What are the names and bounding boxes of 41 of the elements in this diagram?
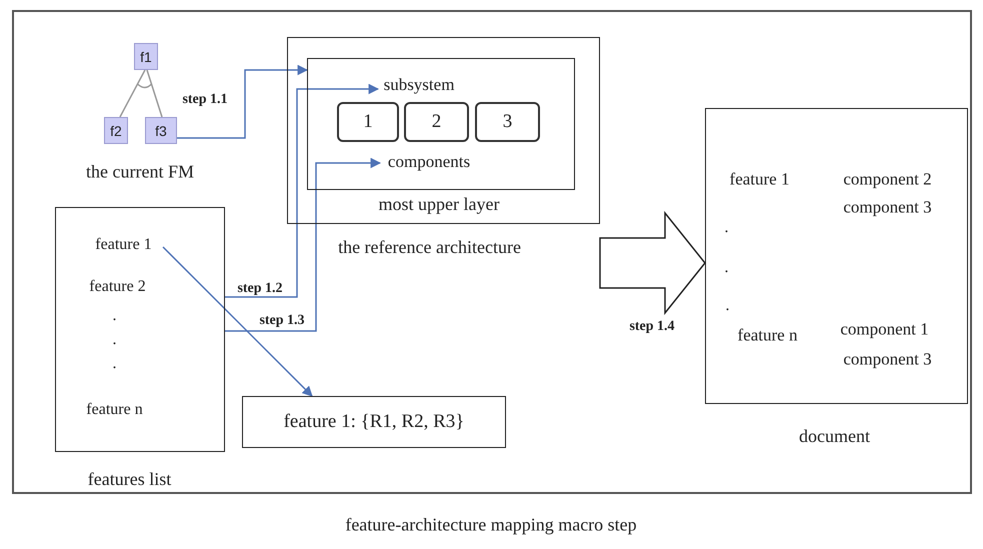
- document-text: feature n: [738, 326, 798, 345]
- feature-tree-box: f1: [134, 43, 158, 70]
- list-item-text: feature 2: [89, 278, 146, 296]
- edge-label: step 1.3: [259, 313, 305, 329]
- panel-caption: most upper layer: [378, 195, 500, 215]
- dot-mark: .: [724, 218, 728, 236]
- connector-line: [146, 70, 163, 118]
- requirements-box: feature 1: {R1, R2, R3}: [242, 396, 506, 448]
- edge-label: step 1.4: [629, 319, 675, 335]
- component-box: 3: [475, 102, 540, 142]
- feature-tree-box: f3: [145, 117, 177, 144]
- panel-caption: the reference architecture: [338, 238, 521, 258]
- edge-label: step 1.1: [182, 92, 228, 108]
- document-text: component 3: [843, 198, 932, 217]
- document-text: component 2: [843, 170, 932, 189]
- layer-label: components: [379, 150, 479, 174]
- block-arrow: [599, 210, 706, 316]
- panel-caption: features list: [88, 470, 172, 490]
- connector-line: [119, 70, 146, 118]
- document-text: feature 1: [730, 170, 790, 189]
- component-box: 2: [404, 102, 469, 142]
- document-text: component 3: [843, 350, 932, 369]
- document-text: component 1: [840, 320, 929, 339]
- edge-label: step 1.2: [237, 281, 283, 297]
- dot-mark: .: [112, 354, 116, 372]
- list-item-text: feature 1: [84, 234, 162, 256]
- component-box: 1: [337, 102, 399, 142]
- arrow: [177, 64, 308, 139]
- arrow: [225, 158, 382, 332]
- dot-mark: .: [726, 296, 730, 314]
- arrow: [225, 84, 380, 298]
- list-item-text: feature n: [86, 400, 143, 418]
- feature-tree-box: f2: [104, 117, 128, 144]
- dot-mark: .: [112, 306, 116, 324]
- dot-mark: .: [724, 258, 728, 276]
- layer-label: subsystem: [377, 73, 461, 97]
- tree-caption: the current FM: [86, 162, 194, 182]
- dot-mark: .: [112, 330, 116, 348]
- panel-caption: document: [799, 426, 870, 446]
- figure-caption: feature-architecture mapping macro step: [345, 514, 637, 536]
- arrow: [162, 246, 313, 397]
